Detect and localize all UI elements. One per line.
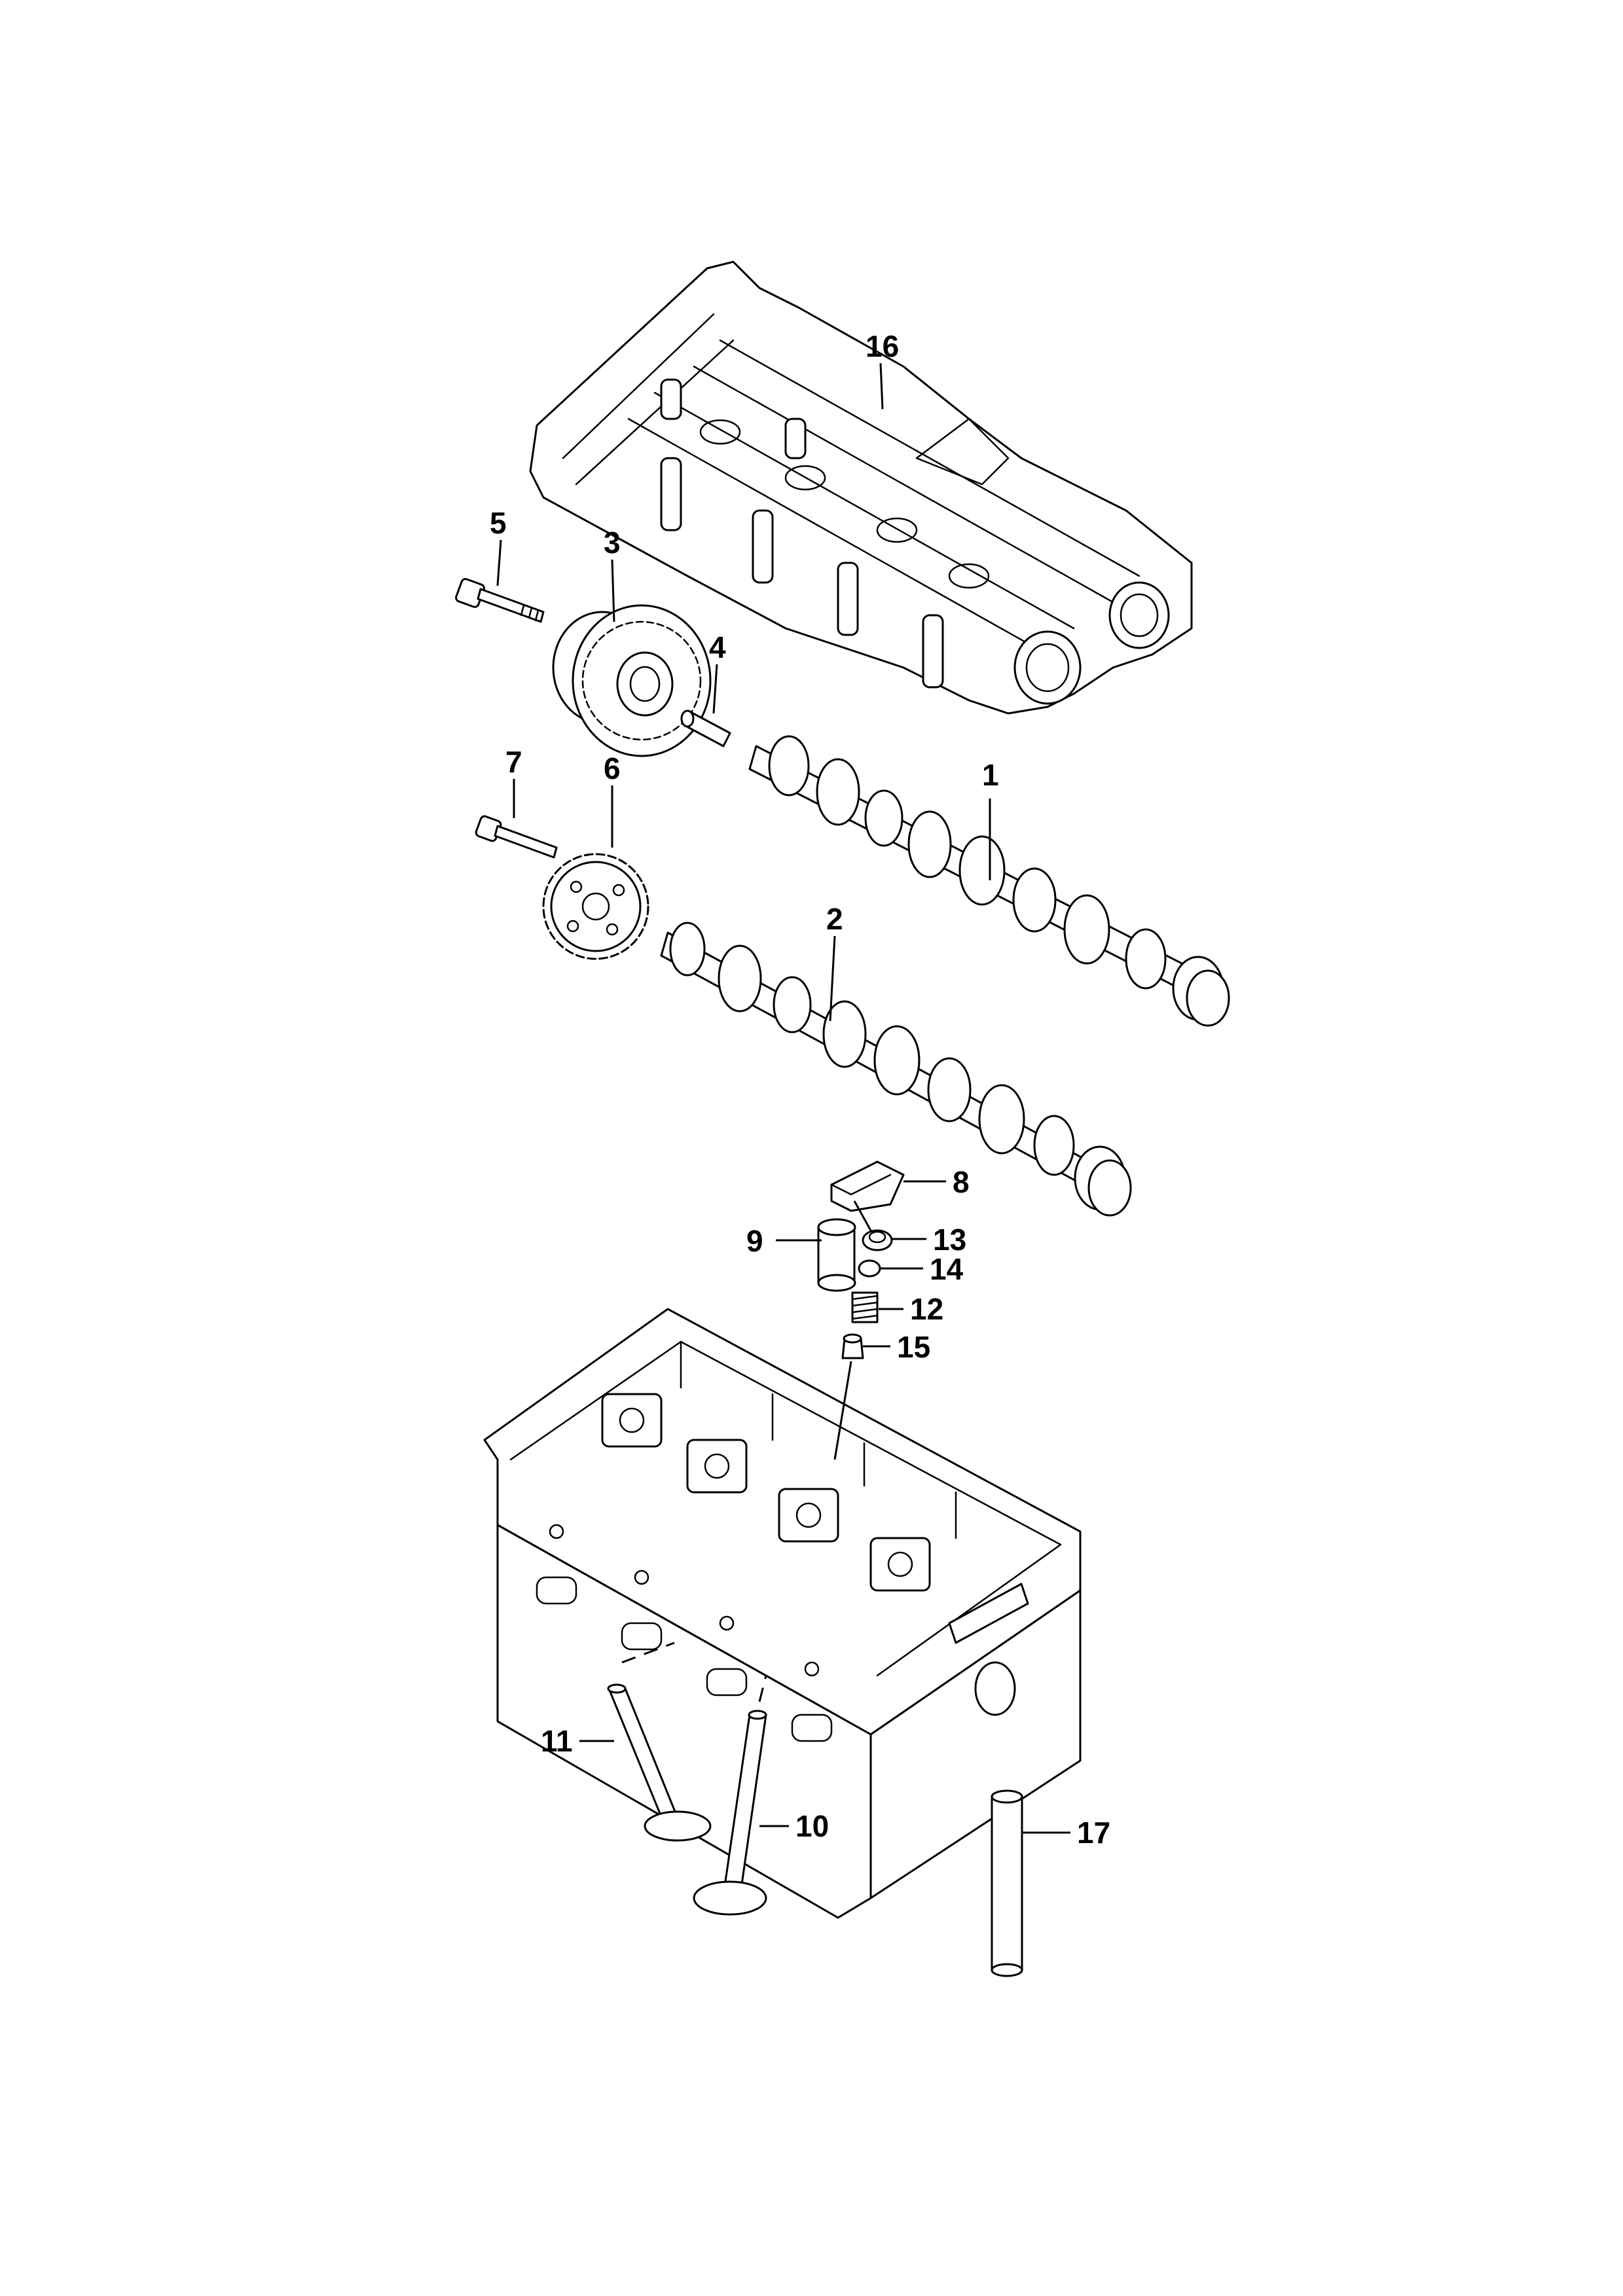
leader-2 (829, 935, 836, 1022)
callout-10: 10 (795, 1809, 829, 1843)
callout-6: 6 (604, 751, 621, 785)
leader-5 (496, 539, 502, 586)
callout-17: 17 (1077, 1816, 1110, 1850)
camshaft-part-2 (660, 922, 1132, 1217)
callout-labels: 1 2 3 4 5 6 7 8 9 10 11 12 13 14 15 16 1… (490, 329, 1110, 1850)
leader-16 (879, 363, 884, 410)
valve-part-11 (607, 1683, 712, 1842)
cylinder-head (483, 1308, 1082, 1919)
leader-3 (611, 559, 615, 622)
callout-3: 3 (604, 526, 621, 560)
camshaft-sprocket-part-6 (542, 853, 649, 960)
pin-part-17 (991, 1789, 1023, 1977)
bolt-part-5 (455, 578, 545, 623)
callout-15: 15 (897, 1330, 930, 1364)
callout-8: 8 (953, 1165, 970, 1199)
leader-lines (496, 363, 1070, 1834)
valve-spring-cap-part-13 (862, 1229, 893, 1251)
valve-spring-part-12 (851, 1291, 879, 1323)
callout-12: 12 (910, 1292, 943, 1326)
leader-valve-assembly (853, 1200, 872, 1231)
callout-2: 2 (826, 902, 843, 936)
bolt-part-7 (475, 815, 558, 859)
valve-keeper-part-14 (858, 1259, 881, 1278)
leader-spring-stack (833, 1361, 852, 1460)
callout-7: 7 (505, 745, 522, 779)
callout-11: 11 (541, 1724, 573, 1758)
camshaft-phaser-part-3 (552, 604, 712, 757)
hydraulic-lifter-part-9 (817, 1218, 856, 1292)
callout-9: 9 (746, 1224, 763, 1258)
callout-16: 16 (866, 329, 899, 363)
camshaft-part-1 (748, 735, 1230, 1027)
callout-5: 5 (490, 506, 507, 540)
valve-stem-seal-part-15 (841, 1333, 864, 1359)
callout-1: 1 (982, 758, 999, 792)
callout-14: 14 (930, 1252, 964, 1286)
callout-4: 4 (709, 630, 726, 664)
rocker-arm-part-8 (830, 1160, 905, 1212)
valve-part-10 (693, 1710, 767, 1916)
callout-13: 13 (933, 1223, 966, 1257)
leader-4 (712, 664, 718, 714)
camshaft-carrier-part-16 (529, 260, 1193, 715)
dowel-pin-part-4 (680, 709, 731, 747)
